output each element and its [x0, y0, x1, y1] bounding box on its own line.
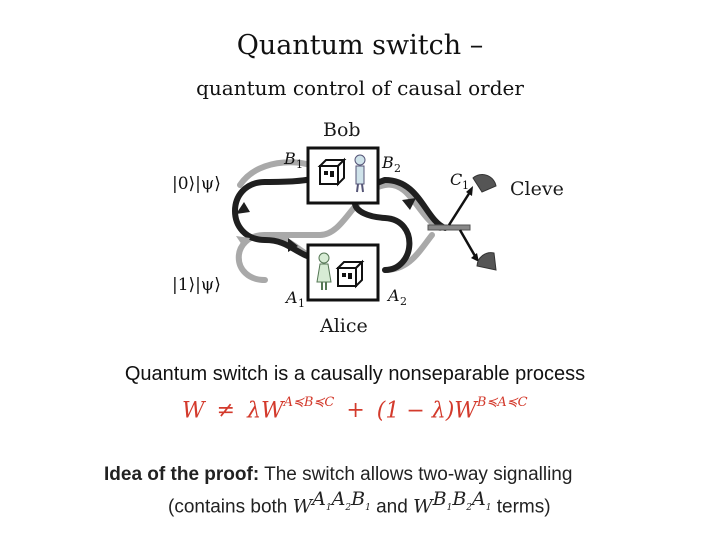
- nonseparability-formula: W ≠ λWA≼B≼C + (1 − λ)WB≼A≼C: [182, 395, 528, 424]
- b1-label: B: [283, 149, 296, 168]
- sub-a2: 2: [345, 502, 352, 513]
- proof-close: terms): [491, 496, 551, 518]
- arrow-down-light-icon: [236, 236, 250, 248]
- arrow-right-icon: [288, 238, 298, 252]
- slide-title: Quantum switch –: [236, 30, 484, 61]
- proof-w-a: W: [292, 495, 313, 518]
- detector-icon: [472, 174, 497, 193]
- detector-lower: [458, 229, 497, 271]
- sup-a3: B: [351, 488, 366, 510]
- sub-a1: 1: [325, 502, 332, 513]
- sub-a3: 1: [365, 502, 371, 513]
- sub-b2: 2: [466, 502, 473, 513]
- proof-text-1: The switch allows two-way signalling: [259, 464, 573, 485]
- causal-nonseparability-claim: Quantum switch is a causally nonseparabl…: [124, 363, 586, 385]
- formula-order-2: B≼A≼C: [476, 395, 528, 410]
- proof-open: (contains both: [168, 496, 293, 518]
- a2-sub: 2: [400, 295, 407, 308]
- sup-b1: B: [432, 488, 447, 510]
- a1-label: A: [284, 288, 298, 307]
- b1-sub: 1: [296, 158, 303, 171]
- formula-order-1: A≼B≼C: [283, 395, 335, 410]
- a2-label: A: [386, 286, 400, 305]
- arrow-down-icon: [402, 198, 416, 210]
- scientist-icon: [316, 252, 332, 290]
- scientist-icon: [354, 154, 366, 193]
- alice-lab-box: [306, 243, 380, 302]
- formula-coef: (1 − λ)W: [376, 398, 477, 424]
- cleve-label: Cleve: [510, 178, 564, 200]
- proof-idea: Idea of the proof: The switch allows two…: [104, 462, 664, 521]
- sub-b3: 1: [485, 502, 492, 513]
- bob-lab-box: [306, 146, 380, 205]
- ket1-label: |1⟩|ψ⟩: [172, 275, 221, 295]
- alice-label: Alice: [320, 315, 368, 337]
- lab-box-icon: [317, 157, 347, 187]
- c1-sub: 1: [462, 179, 469, 192]
- detector-icon: [476, 252, 497, 271]
- formula-plus: +: [346, 398, 365, 424]
- path-arrows: [236, 198, 416, 252]
- sup-b3: A: [472, 488, 486, 510]
- sup-a1: A: [312, 488, 326, 510]
- sub-b1: 1: [446, 502, 453, 513]
- beam-splitter-icon: [427, 224, 471, 231]
- formula-neq: ≠: [216, 398, 236, 424]
- proof-line-1: Idea of the proof: The switch allows two…: [104, 462, 664, 487]
- bob-label: Bob: [323, 119, 361, 141]
- sup-b2: B: [452, 488, 467, 510]
- b2-label: B: [381, 153, 394, 172]
- proof-and: and: [370, 496, 414, 518]
- a1-sub: 1: [298, 297, 305, 310]
- formula-lambda-w: λW: [247, 398, 284, 424]
- proof-lead: Idea of the proof:: [104, 464, 260, 485]
- slide-subtitle: quantum control of causal order: [196, 76, 524, 100]
- proof-w-b: W: [413, 495, 433, 518]
- proof-line-2: (contains both WA1A2B1 and WB1B2A1 terms…: [104, 487, 664, 521]
- lab-box-icon: [335, 259, 365, 289]
- arrow-up-icon: [236, 202, 250, 214]
- sup-a2: A: [331, 488, 346, 510]
- ket0-label: |0⟩|ψ⟩: [172, 174, 221, 194]
- c1-label: C: [450, 170, 462, 189]
- detector-upper: [447, 174, 497, 226]
- b2-sub: 2: [394, 162, 401, 175]
- quantum-switch-diagram: |0⟩|ψ⟩ |1⟩|ψ⟩ B 1 B 2 A 1 A 2 C 1: [172, 146, 497, 310]
- formula-w: W: [182, 398, 205, 424]
